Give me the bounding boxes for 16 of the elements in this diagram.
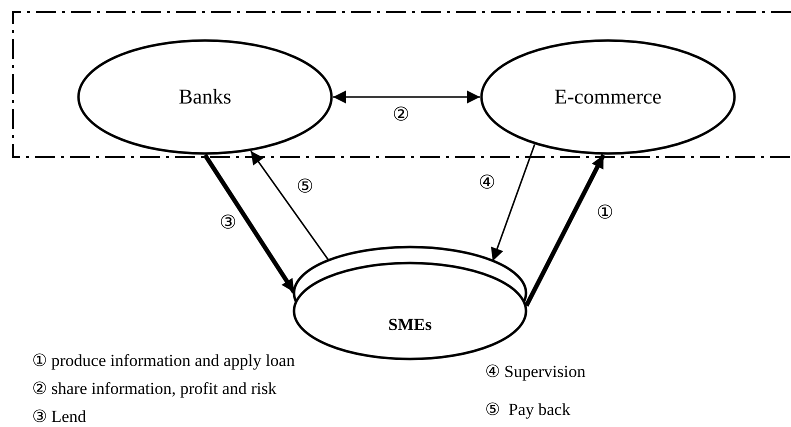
arrow — [203, 154, 296, 294]
ellipse-node — [77, 39, 333, 155]
arrow — [250, 150, 330, 261]
arrow — [490, 144, 536, 262]
node-label: Banks — [178, 84, 232, 110]
arrow — [524, 154, 606, 307]
node-label: E-commerce — [554, 84, 662, 110]
arrow — [333, 90, 480, 104]
ellipse-node — [480, 39, 736, 155]
legend-note: ③ Lend — [32, 406, 86, 427]
node-label: SMEs — [388, 315, 432, 336]
dash-dot-boundary — [12, 11, 791, 158]
legend-note: ④ Supervision — [485, 361, 586, 382]
legend-note: ⑤ Pay back — [485, 399, 570, 420]
legend-note: ① produce information and apply loan — [32, 350, 295, 371]
legend-note: ② share information, profit and risk — [32, 378, 276, 399]
